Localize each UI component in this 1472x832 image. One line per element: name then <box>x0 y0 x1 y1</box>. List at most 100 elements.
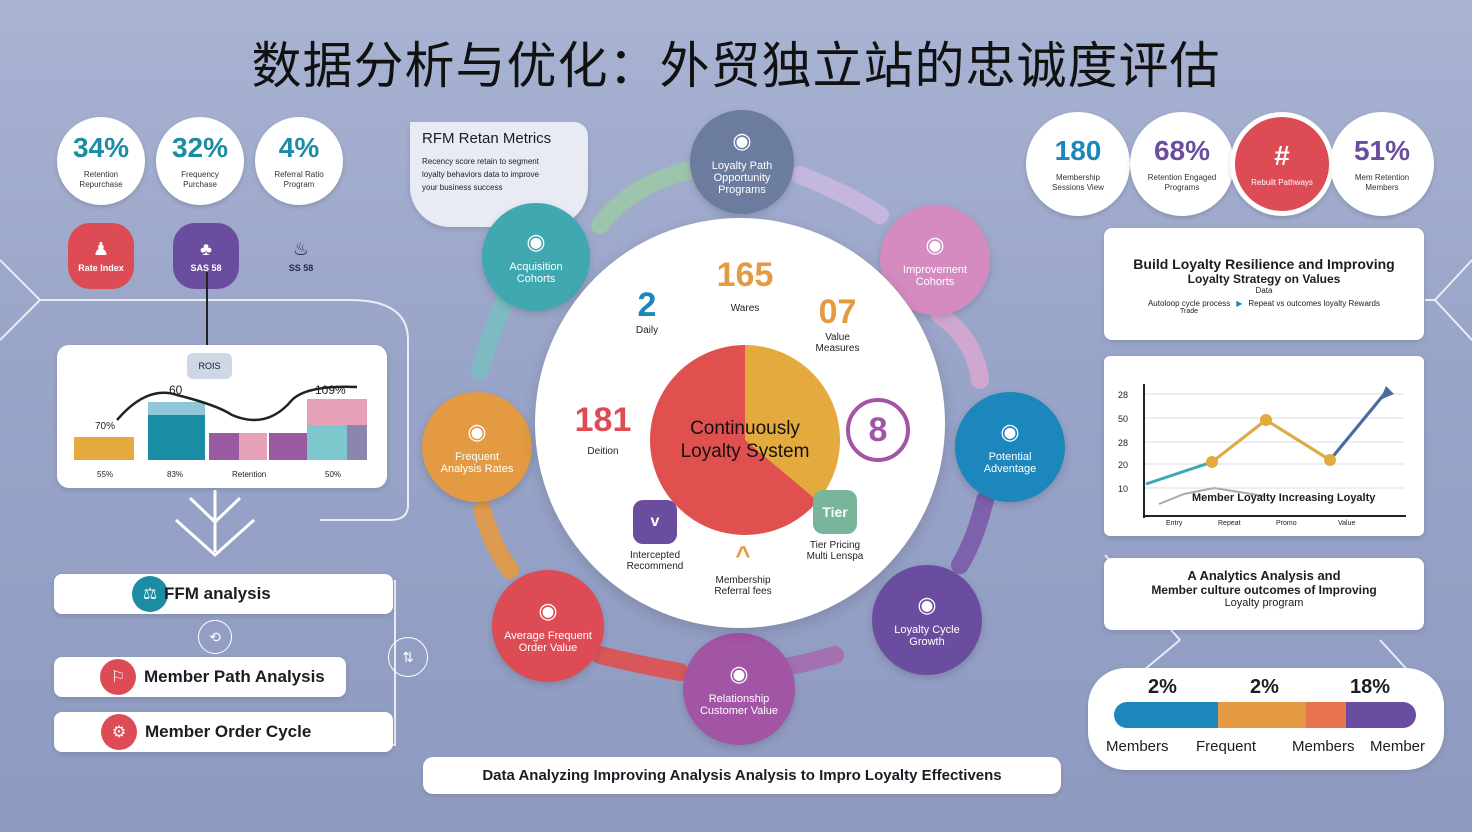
card-tag: Data <box>1255 286 1273 295</box>
users-icon: ◉ <box>526 229 546 254</box>
card-line: Autoloop cycle process <box>1147 299 1231 308</box>
club-icon: ♣ <box>200 239 212 259</box>
pill-ffm-analysis[interactable]: ⚖ FFM analysis <box>54 574 393 614</box>
inner-intercepted: v Intercepted Recommend <box>615 500 695 572</box>
transfer-icon: ⇅ <box>388 637 428 677</box>
x-label: Promo <box>1276 520 1297 527</box>
card-title: Build Loyalty Resilience and Improving <box>1133 256 1395 272</box>
badge-ss: ♨ SS 58 <box>268 223 334 289</box>
chart-tooltip: ROIS <box>187 353 232 379</box>
rfm-title: RFM Retan Metrics <box>422 130 552 147</box>
card-line-tag: Trade <box>1179 308 1199 315</box>
stat-caption: Retention Repurchase <box>79 170 123 189</box>
node-potential-advantage[interactable]: ◉ Potential Adventage <box>955 392 1065 502</box>
segment-bar <box>1114 702 1416 728</box>
left-bar-chart <box>74 385 367 460</box>
pill-member-order-cycle[interactable]: ⚙ Member Order Cycle <box>54 712 393 752</box>
connector <box>206 272 208 354</box>
node-label: Loyalty Cycle Growth <box>894 624 960 648</box>
node-average-order-value[interactable]: ◉ Average Frequent Order Value <box>492 570 604 682</box>
rfm-line: Recency score retain to segment <box>422 157 539 166</box>
axis-label: 83% <box>167 470 184 479</box>
pill-member-path-analysis[interactable]: ⚐ Member Path Analysis <box>54 657 346 697</box>
badge-label: SS 58 <box>288 263 314 273</box>
build-resilience-card: Build Loyalty Resilience and Improving L… <box>1104 228 1424 340</box>
segment-value: 2% <box>1148 676 1177 698</box>
gauge-icon: ◉ <box>925 232 945 257</box>
rfm-line: loyalty behaviors data to improve <box>422 170 539 179</box>
heart-icon: ◉ <box>729 661 749 686</box>
segment-label: Members <box>1292 738 1355 755</box>
node-label: Loyalty Path Opportunity Programs <box>711 160 773 196</box>
stat-caption: Retention Engaged Programs <box>1147 173 1217 192</box>
badge-label: Rate Index <box>78 263 124 273</box>
node-loyalty-cycle-growth[interactable]: ◉ Loyalty Cycle Growth <box>872 565 982 675</box>
pill-label: FFM analysis <box>164 584 271 603</box>
segment-value: 2% <box>1250 676 1279 698</box>
house-icon: 2 <box>637 286 657 324</box>
gear-icon: ⚙ <box>101 714 137 750</box>
network-icon: # <box>1274 140 1290 171</box>
rfm-line: your business success <box>422 183 503 192</box>
database-icon: ◉ <box>732 128 752 153</box>
x-label: Value <box>1338 520 1356 527</box>
inner-label: Daily <box>635 325 659 336</box>
stat-value: 68% <box>1153 135 1211 166</box>
y-tick: 50 <box>1118 414 1129 424</box>
segment-value: 18% <box>1350 676 1391 698</box>
building-icon: 181 <box>574 401 632 439</box>
loyalty-line-chart <box>1143 384 1406 518</box>
inner-label: Intercepted Recommend <box>626 550 684 572</box>
segment-fill <box>1346 702 1416 728</box>
node-label: Improvement Cohorts <box>902 264 968 288</box>
card-line: Loyalty program <box>1224 597 1304 609</box>
hotspring-icon: ♨ <box>292 239 310 259</box>
stat-caption: Membership Sessions View <box>1052 173 1104 192</box>
segment-card: 2% 2% 18% Members Frequent Members Membe… <box>1088 668 1444 770</box>
scale-icon: ⚖ <box>132 576 168 612</box>
card-subtitle: Loyalty Strategy on Values <box>1187 272 1341 286</box>
inner-membership: ^ Membership Referral fees <box>700 535 786 597</box>
axis-label: 55% <box>97 470 114 479</box>
x-label: Entry <box>1166 520 1183 527</box>
axis-label: 50% <box>325 470 342 479</box>
card-line: Member culture outcomes of Improving <box>1151 583 1377 597</box>
node-frequent-analysis[interactable]: ◉ Frequent Analysis Rates <box>422 392 532 502</box>
x-label: Repeat <box>1218 520 1241 527</box>
node-label: Potential Adventage <box>983 451 1037 475</box>
cart-icon: ◉ <box>538 598 558 623</box>
stat-value: 51% <box>1353 135 1411 166</box>
hexagon-icon: 165 <box>716 256 774 294</box>
inner-label: Wares <box>730 303 760 314</box>
inner-wares: 165 Wares <box>705 255 785 314</box>
core-loyalty-system[interactable]: Continuously Loyalty System <box>650 345 840 535</box>
inner-label: Tier Pricing Multi Lenspa <box>806 540 864 562</box>
shield-icon: Tier <box>813 490 857 534</box>
stat-pathways: # Rebuilt Pathways <box>1230 112 1334 216</box>
cycle-icon: ◉ <box>917 592 937 617</box>
coin-icon: 8 <box>868 411 888 449</box>
node-relationship-value[interactable]: ◉ Relationship Customer Value <box>683 633 795 745</box>
user-icon: ♟ <box>92 239 110 259</box>
badge-rate-index: ♟ Rate Index <box>68 223 134 289</box>
left-chart-card: ROIS 60 109% 70% 55% 83% Retention 50% <box>57 345 387 488</box>
segment-fill <box>1306 702 1346 728</box>
segment-label: Frequent <box>1196 738 1257 755</box>
inner-label: Membership Referral fees <box>714 575 772 597</box>
footer-banner: Data Analyzing Improving Analysis Analys… <box>423 757 1061 794</box>
target-icon: ◉ <box>1000 419 1020 444</box>
stat-members: 51% Mem Retention Members <box>1330 112 1434 216</box>
y-tick: 28 <box>1118 390 1129 400</box>
check-icon: v <box>633 500 677 544</box>
flag-icon: ⚐ <box>100 659 136 695</box>
segment-fill <box>1218 702 1306 728</box>
pill-label: Member Order Cycle <box>145 722 312 741</box>
node-loyalty-path[interactable]: ◉ Loyalty Path Opportunity Programs <box>690 110 794 214</box>
node-acquisition-cohorts[interactable]: ◉ Acquisition Cohorts <box>482 203 590 311</box>
stat-caption: Mem Retention Members <box>1354 173 1410 192</box>
segment-label: Member <box>1370 738 1426 755</box>
badge-label: SAS 58 <box>190 263 222 273</box>
stat-value: 32% <box>171 132 229 163</box>
y-tick: 20 <box>1118 460 1129 470</box>
